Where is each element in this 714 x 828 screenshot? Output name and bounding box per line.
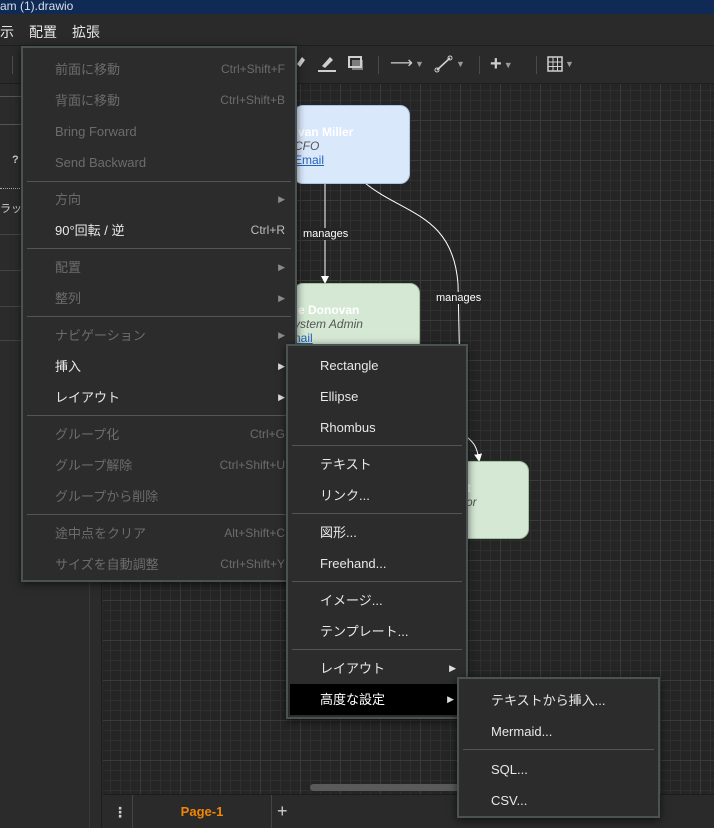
window-title: am (1).drawio	[0, 0, 74, 13]
fill-color-icon[interactable]	[296, 54, 306, 76]
menu-item-insert-layout[interactable]: レイアウト▶	[288, 653, 466, 684]
panel-dotted-line	[0, 188, 22, 189]
menu-item-from-text[interactable]: テキストから挿入...	[491, 693, 606, 708]
menu-item-rhombus[interactable]: Rhombus	[320, 420, 376, 435]
panel-divider	[0, 124, 22, 125]
menu-separator	[463, 749, 654, 750]
menu-separator	[27, 415, 291, 416]
menu-item-link[interactable]: リンク...	[320, 488, 370, 503]
insert-plus-icon[interactable]: +▼	[490, 53, 513, 75]
menu-item-text[interactable]: テキスト	[320, 457, 372, 472]
menu-item-ellipse[interactable]: Ellipse	[320, 389, 359, 404]
node-role: or	[466, 495, 477, 509]
insert-submenu: Rectangle Ellipse Rhombus テキスト リンク... 図形…	[286, 344, 468, 719]
menu-separator	[27, 316, 291, 317]
panel-divider	[0, 306, 22, 307]
waypoints-icon[interactable]: ▼	[434, 54, 465, 74]
menu-bar: 示 配置 拡張	[0, 14, 714, 46]
toolbar-separator	[536, 56, 537, 74]
submenu-arrow-icon: ▶	[447, 694, 454, 704]
menu-item-send-backward[interactable]: Send Backward	[55, 155, 147, 170]
connection-arrow-icon[interactable]: ⟶▼	[390, 55, 424, 73]
org-node-cfo[interactable]: van Miller CFO Email	[293, 105, 410, 184]
menu-item-mermaid[interactable]: Mermaid...	[491, 724, 553, 739]
menu-item-direction[interactable]: 方向▶	[23, 184, 295, 215]
menu-arrange[interactable]: 配置	[29, 24, 57, 40]
edge-label: manages	[434, 292, 484, 304]
menu-item-freehand[interactable]: Freehand...	[320, 556, 387, 571]
menu-item-image[interactable]: イメージ...	[320, 593, 383, 608]
menu-item-shapes[interactable]: 図形...	[320, 525, 357, 540]
menu-separator	[292, 513, 462, 514]
submenu-arrow-icon: ▶	[278, 194, 285, 204]
submenu-arrow-icon: ▶	[278, 293, 285, 303]
menu-item-sql[interactable]: SQL...	[491, 762, 528, 777]
toolbar-separator	[378, 56, 379, 74]
menu-separator	[292, 649, 462, 650]
menu-item-navigation[interactable]: ナビゲーション▶	[23, 320, 295, 351]
node-role: ystem Admin	[294, 317, 363, 331]
node-role: CFO	[294, 139, 320, 153]
node-email-link[interactable]: Email	[294, 153, 325, 167]
submenu-arrow-icon: ▶	[278, 361, 285, 371]
submenu-arrow-icon: ▶	[278, 262, 285, 272]
menu-separator	[27, 514, 291, 515]
horizontal-scrollbar[interactable]	[310, 784, 460, 791]
table-icon[interactable]: ▼	[547, 54, 574, 74]
menu-item-rectangle[interactable]: Rectangle	[320, 358, 379, 373]
menu-separator	[27, 181, 291, 182]
menu-item-template[interactable]: テンプレート...	[320, 624, 409, 639]
window-title-bar: am (1).drawio	[0, 0, 714, 14]
menu-item-remove-from-group[interactable]: グループから削除	[55, 489, 159, 504]
pages-menu-icon[interactable]: ⋮	[113, 804, 127, 820]
menu-view[interactable]: 示	[0, 24, 14, 40]
menu-item-csv[interactable]: CSV...	[491, 793, 528, 808]
toolbar-separator	[12, 56, 13, 74]
advanced-submenu: テキストから挿入... Mermaid... SQL... CSV...	[457, 677, 660, 818]
menu-separator	[292, 445, 462, 446]
edge-label: manages	[301, 228, 351, 240]
submenu-arrow-icon: ▶	[278, 330, 285, 340]
menu-item-insert[interactable]: 挿入▶	[23, 351, 295, 382]
toolbar-separator	[479, 56, 480, 74]
help-glyph[interactable]: ?	[12, 154, 19, 166]
page-tab[interactable]: Page-1	[132, 795, 272, 828]
node-email-link[interactable]: nail	[294, 331, 313, 345]
menu-item-align[interactable]: 配置▶	[23, 252, 295, 283]
node-name: t	[467, 481, 471, 495]
submenu-arrow-icon: ▶	[449, 663, 456, 673]
node-name: e Donovan	[298, 303, 360, 317]
menu-item-advanced[interactable]: 高度な設定▶	[290, 684, 464, 715]
node-name: van Miller	[298, 125, 354, 139]
menu-separator	[292, 581, 462, 582]
org-node-sysadmin[interactable]: e Donovan ystem Admin nail	[293, 283, 420, 353]
edge-connector[interactable]	[364, 182, 483, 462]
menu-item-bring-forward[interactable]: Bring Forward	[55, 124, 137, 139]
shadow-icon[interactable]	[347, 54, 365, 78]
menu-item-distribute[interactable]: 整列▶	[23, 283, 295, 314]
submenu-arrow-icon: ▶	[278, 392, 285, 402]
line-color-icon[interactable]	[316, 54, 338, 78]
panel-divider	[0, 234, 22, 235]
add-page-icon[interactable]: +	[277, 801, 288, 821]
menu-item-layout[interactable]: レイアウト▶	[23, 382, 295, 413]
menu-extras[interactable]: 拡張	[72, 24, 100, 40]
panel-divider	[0, 270, 22, 271]
panel-divider	[0, 340, 22, 341]
panel-divider	[0, 96, 22, 97]
menu-separator	[27, 248, 291, 249]
